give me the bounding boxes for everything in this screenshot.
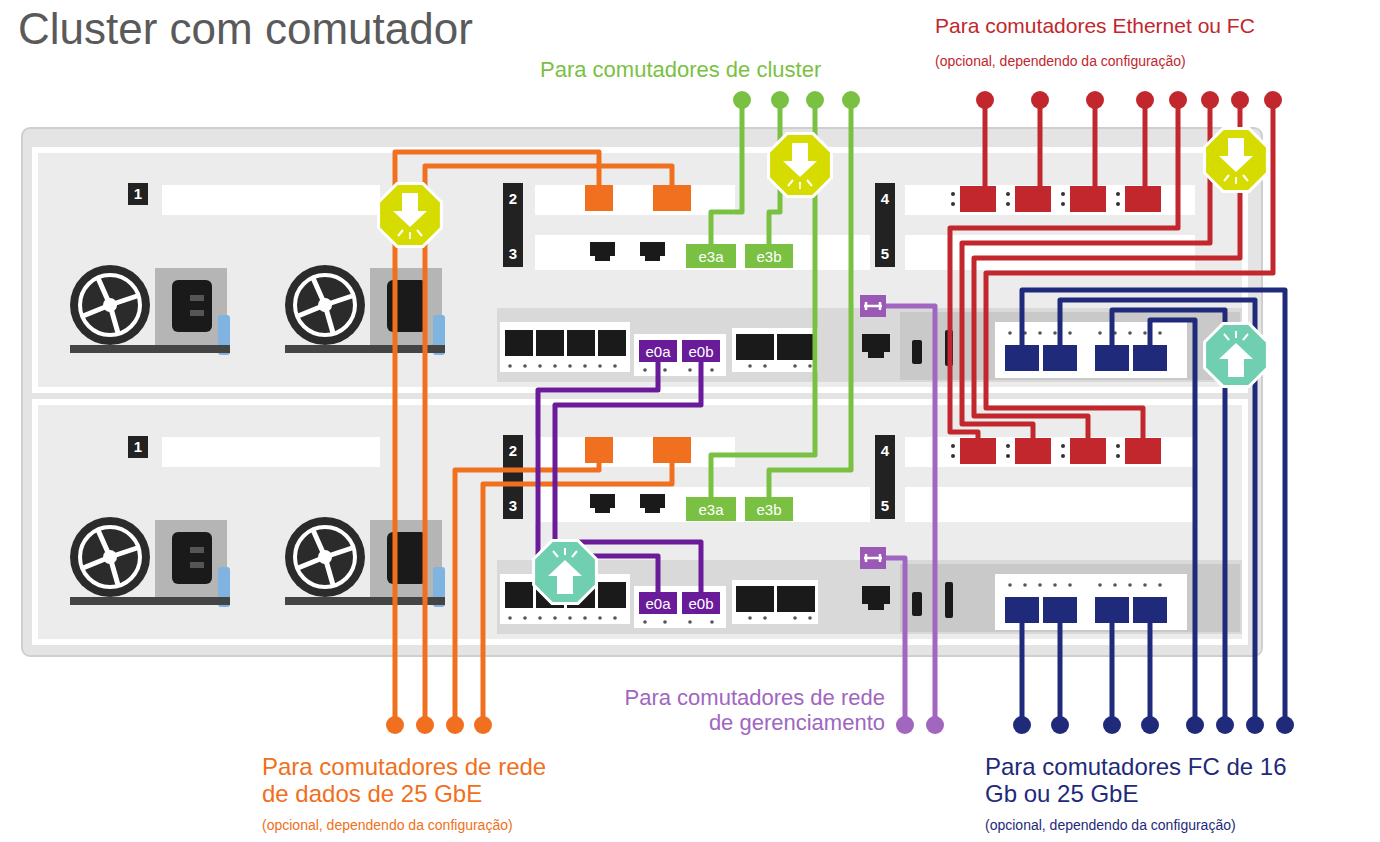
destination-label-text: Para comutadores de cluster [540, 57, 821, 82]
slot-number-text: 5 [881, 497, 889, 514]
title-text: Cluster com comutador [18, 4, 473, 53]
port-label: e0b [682, 592, 720, 614]
diagram-title: Cluster com comutador [18, 4, 473, 53]
note-text: (opcional, dependendo da configuração) [985, 818, 1236, 834]
slot-number: 1 [128, 436, 148, 458]
note-text-text: (opcional, dependendo da configuração) [985, 817, 1236, 833]
note-text: (opcional, dependendo da configuração) [262, 818, 513, 834]
port-name: e3b [756, 248, 781, 265]
destination-label-text: Para comutadores de rede de dados de 25 … [262, 753, 546, 807]
port-label: e0a [639, 592, 677, 614]
slot-number-text: 4 [881, 442, 889, 459]
note-text-text: (opcional, dependendo da configuração) [262, 817, 513, 833]
port-label: e0b [682, 340, 720, 362]
port-label: e0a [639, 340, 677, 362]
slot-number-text: 5 [881, 245, 889, 262]
destination-label: Para comutadores de rede de dados de 25 … [262, 754, 567, 808]
slot-number: 3 [503, 243, 523, 265]
note-text: (opcional, dependendo da configuração) [935, 54, 1186, 70]
port-label: e3b [745, 244, 793, 268]
destination-label: Para comutadores de cluster [540, 58, 821, 83]
slot-number: 4 [875, 188, 895, 210]
port-label: e3a [686, 497, 736, 521]
slot-number-text: 2 [509, 190, 517, 207]
slot-number: 5 [875, 495, 895, 517]
note-text-text: (opcional, dependendo da configuração) [935, 53, 1186, 69]
slot-number-text: 4 [881, 190, 889, 207]
port-name: e0a [645, 595, 670, 612]
destination-label: Para comutadores Ethernet ou FC [935, 14, 1255, 38]
destination-label: Para comutadores de rede de gerenciament… [615, 686, 885, 735]
destination-label-text: Para comutadores Ethernet ou FC [935, 14, 1255, 37]
destination-label-text: Para comutadores de rede de gerenciament… [625, 685, 886, 735]
port-name: e0b [688, 595, 713, 612]
slot-number: 1 [128, 183, 148, 205]
port-name: e3b [756, 501, 781, 518]
slot-number-text: 1 [134, 185, 142, 202]
port-name: e3a [698, 248, 723, 265]
slot-number: 3 [503, 495, 523, 517]
port-name: e0b [688, 343, 713, 360]
slot-number-text: 1 [134, 438, 142, 455]
slot-number: 2 [503, 440, 523, 462]
destination-label: Para comutadores FC de 16 Gb ou 25 GbE [985, 754, 1315, 808]
port-label: e3a [686, 244, 736, 268]
port-name: e0a [645, 343, 670, 360]
slot-number: 5 [875, 243, 895, 265]
port-label: e3b [745, 497, 793, 521]
slot-number-text: 3 [509, 245, 517, 262]
port-name: e3a [698, 501, 723, 518]
slot-number: 2 [503, 188, 523, 210]
destination-label-text: Para comutadores FC de 16 Gb ou 25 GbE [985, 753, 1287, 807]
slot-number-text: 2 [509, 442, 517, 459]
slot-number: 4 [875, 440, 895, 462]
slot-number-text: 3 [509, 497, 517, 514]
